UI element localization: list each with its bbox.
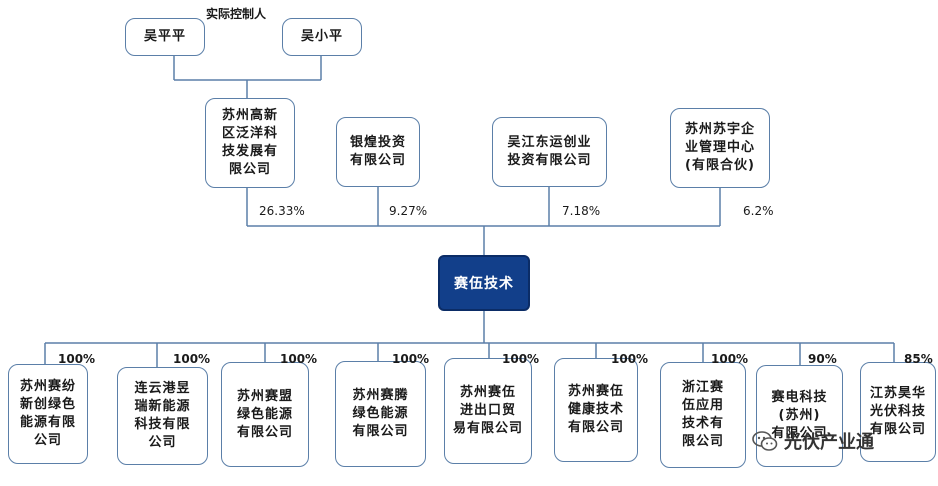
controller-name: 吴平平 <box>143 29 186 44</box>
box-text-line: 技术有 <box>681 416 724 431</box>
box-text-line: 技发展有 <box>221 144 278 159</box>
box-text-line: 科技有限 <box>134 417 191 432</box>
box-text-line: 绿色能源 <box>236 406 293 422</box>
box-text-line: 有限公司 <box>771 426 828 441</box>
box-text-line: 业管理中心 <box>684 140 755 155</box>
box-text-line: 苏州赛腾 <box>352 388 409 403</box>
wechat-icon <box>752 431 778 451</box>
shareholder-box-2: 银煌投资有限公司 <box>336 117 420 187</box>
company-name: 赛伍技术 <box>454 276 514 292</box>
subsidiary-box-9: 江苏昊华光伏科技有限公司 <box>860 362 936 462</box>
box-text-line: 浙江赛 <box>681 380 724 395</box>
subsidiary-percentage: 100% <box>58 352 96 366</box>
box-text-line: 投资有限公司 <box>507 153 592 168</box>
box-text-line: 进出口贸 <box>459 403 516 418</box>
box-text-line: 江苏昊华 <box>869 386 926 401</box>
controller-name: 吴小平 <box>300 29 343 44</box>
subsidiary-percentage: 100% <box>392 352 430 366</box>
box-text-line: 苏州苏宇企 <box>684 122 755 137</box>
box-text-line: 有限公司 <box>352 424 409 439</box>
shareholder-percentage: 7.18% <box>562 204 601 218</box>
subsidiary-percentage: 100% <box>173 352 211 366</box>
watermark-text: 光伏产业通 <box>784 432 874 453</box>
box-text-line: 赛电科技 <box>771 390 828 405</box>
shareholder-box-1: 苏州高新区泛洋科技发展有限公司 <box>205 98 295 188</box>
box-text-line: 苏州赛纷 <box>19 379 76 394</box>
box-text-line: (有限合伙) <box>685 158 755 173</box>
box-text-line: 能源有限 <box>19 415 76 430</box>
connector-lines <box>44 56 895 367</box>
subsidiary-box-1: 苏州赛纷新创绿色能源有限公司 <box>8 364 88 464</box>
shareholder-box-4: 苏州苏宇企业管理中心 (有限合伙) <box>670 108 770 188</box>
subsidiary-box-5: 苏州赛伍进出口贸易有限公司 <box>444 358 532 464</box>
box-text-line: 公司 <box>148 435 177 450</box>
subsidiary-box-2: 连云港昱瑞新能源科技有限公司 <box>117 367 208 465</box>
box-text-line: 公司 <box>33 433 62 448</box>
subsidiary-percentage: 100% <box>711 352 749 366</box>
box-text-line: 苏州赛伍 <box>567 384 624 399</box>
subsidiary-percentage: 100% <box>280 352 318 366</box>
box-text-line: 伍应用 <box>681 398 724 413</box>
box-text-line: 有限公司 <box>349 153 406 168</box>
box-text-line: 苏州高新 <box>221 108 278 123</box>
box-text-line: 健康技术 <box>567 402 624 417</box>
subsidiary-percentage: 85% <box>904 352 933 366</box>
shareholder-percentage: 26.33% <box>259 204 305 218</box>
company-node: 赛伍技术 <box>438 255 530 311</box>
controller-label: 实际控制人 <box>206 7 267 21</box>
subsidiary-box-6: 苏州赛伍健康技术有限公司 <box>554 358 638 462</box>
controller-box-1: 吴平平 <box>125 18 205 56</box>
box-text-line: 连云港昱 <box>134 381 191 396</box>
box-text-line: 限公司 <box>681 434 724 449</box>
shareholder-percentage: 6.2% <box>743 204 774 218</box>
subsidiary-box-3: 苏州赛盟绿色能源有限公司 <box>221 362 309 467</box>
subsidiary-percentage: 100% <box>611 352 649 366</box>
box-text-line: 有限公司 <box>869 422 926 437</box>
box-text-line: 吴江东运创业 <box>507 135 592 150</box>
controller-box-2: 吴小平 <box>282 18 362 56</box>
box-text-line: 限公司 <box>228 162 271 177</box>
box-text-line: (苏州) <box>778 408 821 423</box>
box-text-line: 苏州赛盟 <box>236 388 293 404</box>
subsidiary-box-4: 苏州赛腾绿色能源有限公司 <box>335 361 426 467</box>
box-text-line: 区泛洋科 <box>221 126 278 141</box>
subsidiary-percentage: 90% <box>808 352 837 366</box>
box-text-line: 光伏科技 <box>869 404 926 419</box>
shareholder-percentage: 9.27% <box>389 204 428 218</box>
box-text-line: 新创绿色 <box>19 397 76 412</box>
box-text-line: 易有限公司 <box>452 421 523 436</box>
shareholder-box-3: 吴江东运创业投资有限公司 <box>492 117 607 187</box>
box-text-line: 绿色能源 <box>352 406 409 421</box>
box-text-line: 有限公司 <box>236 424 293 440</box>
subsidiary-box-7: 浙江赛伍应用技术有限公司 <box>660 362 746 468</box>
subsidiary-percentage: 100% <box>502 352 540 366</box>
box-text-line: 有限公司 <box>567 420 624 435</box>
box-text-line: 苏州赛伍 <box>459 385 516 400</box>
box-text-line: 银煌投资 <box>349 135 406 150</box>
box-text-line: 瑞新能源 <box>134 399 191 414</box>
watermark: 光伏产业通 <box>752 428 874 454</box>
